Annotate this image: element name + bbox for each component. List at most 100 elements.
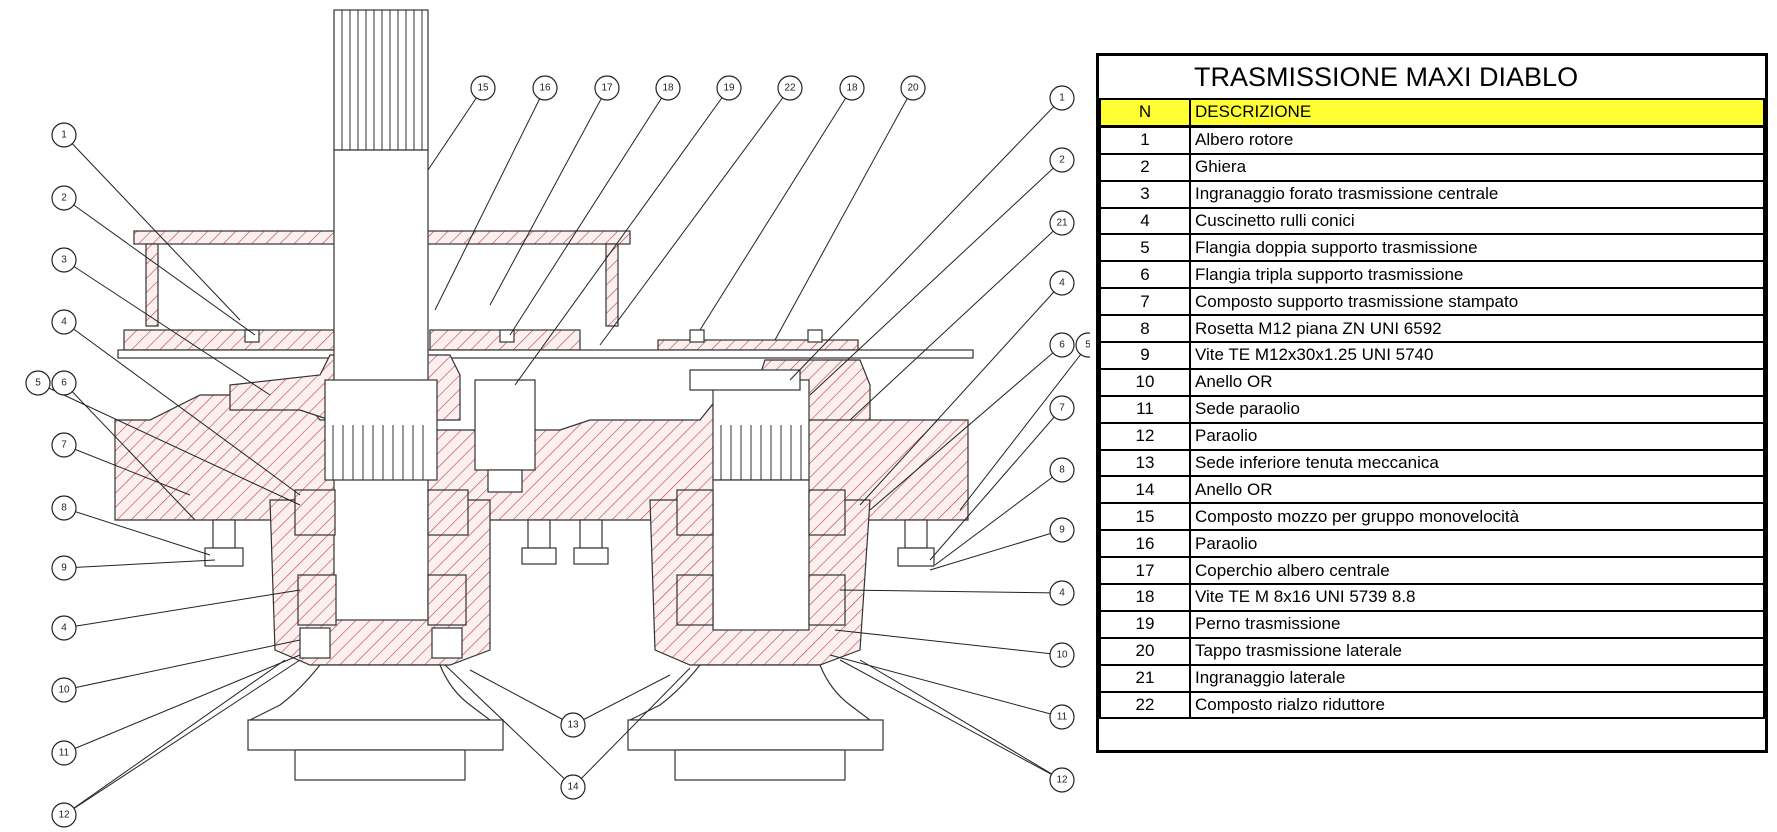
row-number: 9 [1099, 341, 1191, 370]
row-number: 20 [1099, 636, 1191, 666]
leader-line [444, 664, 574, 788]
callout-circle [51, 615, 77, 641]
callout-number: 9 [1059, 525, 1065, 536]
bolt-center-b [579, 519, 603, 549]
leader-line [63, 134, 241, 321]
leader-line [959, 344, 1089, 511]
leader-line [869, 344, 1063, 511]
bolt-head-left [204, 547, 244, 567]
row-number: 11 [1099, 394, 1191, 424]
row-description: Sede inferiore tenuta meccanica [1189, 448, 1765, 478]
callout-circle [1049, 767, 1075, 793]
leader-line [934, 469, 1063, 566]
callout-number: 20 [907, 83, 919, 94]
cap-screw-2 [499, 329, 515, 343]
leader-line [929, 407, 1063, 561]
row-description: Vite TE M 8x16 UNI 5739 8.8 [1189, 583, 1765, 612]
leader-line [434, 87, 546, 311]
callout-balloon: 4 [1049, 270, 1075, 296]
callout-balloon: 2 [1049, 147, 1075, 173]
callout-circle [1049, 395, 1075, 421]
row-number: 6 [1099, 260, 1191, 290]
leader-line [63, 659, 301, 816]
leader-line [699, 87, 853, 331]
callout-balloon: 6 [51, 370, 77, 396]
callout-circle [51, 740, 77, 766]
bolt-right [904, 519, 928, 549]
callout-number: 18 [846, 83, 858, 94]
callout-circle [51, 309, 77, 335]
row-description: Cuscinetto rulli conici [1189, 206, 1765, 236]
callout-number: 7 [1059, 403, 1065, 414]
row-description: Vite TE M12x30x1.25 UNI 5740 [1189, 341, 1765, 370]
row-description: Perno trasmissione [1189, 609, 1765, 639]
bearing-4-upper-left [294, 489, 336, 536]
bolt-head-right [897, 547, 935, 567]
row-number: 21 [1099, 663, 1191, 693]
callout-circle [900, 75, 926, 101]
leader-line [63, 197, 256, 336]
callout-number: 10 [1056, 650, 1068, 661]
callout-number: 5 [1085, 340, 1090, 351]
callout-balloon: 11 [51, 740, 77, 766]
callout-balloon: 9 [1049, 517, 1075, 543]
row-description: Albero rotore [1189, 125, 1765, 155]
callout-number: 2 [61, 193, 67, 204]
callout-number: 21 [1056, 218, 1068, 229]
callout-balloon: 8 [1049, 457, 1075, 483]
row-number: 2 [1099, 152, 1191, 182]
right-shaft [712, 479, 810, 631]
table-title-row: TRASMISSIONE MAXI DIABLO [1100, 56, 1764, 99]
row-description: Composto rialzo riduttore [1189, 690, 1765, 720]
callout-balloon: 18 [655, 75, 681, 101]
callout-circle [51, 802, 77, 828]
callout-circle [839, 75, 865, 101]
row-description: Composto supporto trasmissione stampato [1189, 287, 1765, 317]
leader-line [63, 444, 191, 496]
parts-table: TRASMISSIONE MAXI DIABLO N DESCRIZIONE 1… [1099, 56, 1765, 720]
cap-screw-1 [244, 329, 260, 343]
transmission-pin-19 [474, 379, 536, 471]
row-number: 7 [1099, 287, 1191, 317]
leader-line [572, 674, 671, 726]
callout-balloon: 2 [51, 185, 77, 211]
right-cap-20 [689, 369, 801, 391]
row-description: Paraolio [1189, 529, 1765, 559]
callout-balloon: 10 [1049, 642, 1075, 668]
cross-section-svg: 1234567894101112151617181922182012214657… [25, 9, 1090, 828]
upper-flange-right [657, 339, 859, 351]
leader-line [774, 87, 914, 341]
callout-number: 13 [567, 720, 579, 731]
row-number: 8 [1099, 314, 1191, 344]
leader-line [572, 667, 691, 788]
bearing-r-lower-left [676, 574, 714, 626]
row-number: 13 [1099, 448, 1191, 478]
spline-lines [341, 10, 423, 150]
row-number: 12 [1099, 421, 1191, 451]
callout-circle [777, 75, 803, 101]
callout-circle [1049, 270, 1075, 296]
callout-balloon: 10 [51, 677, 77, 703]
callout-number: 22 [784, 83, 796, 94]
leader-line [859, 282, 1063, 506]
callout-number: 16 [539, 83, 551, 94]
callout-number: 5 [35, 378, 41, 389]
hub-plate-right [627, 719, 884, 751]
callout-balloon: 7 [51, 432, 77, 458]
callout-balloon: 19 [716, 75, 742, 101]
leader-line [63, 659, 286, 816]
callout-circle [532, 75, 558, 101]
callout-number: 8 [1059, 465, 1065, 476]
